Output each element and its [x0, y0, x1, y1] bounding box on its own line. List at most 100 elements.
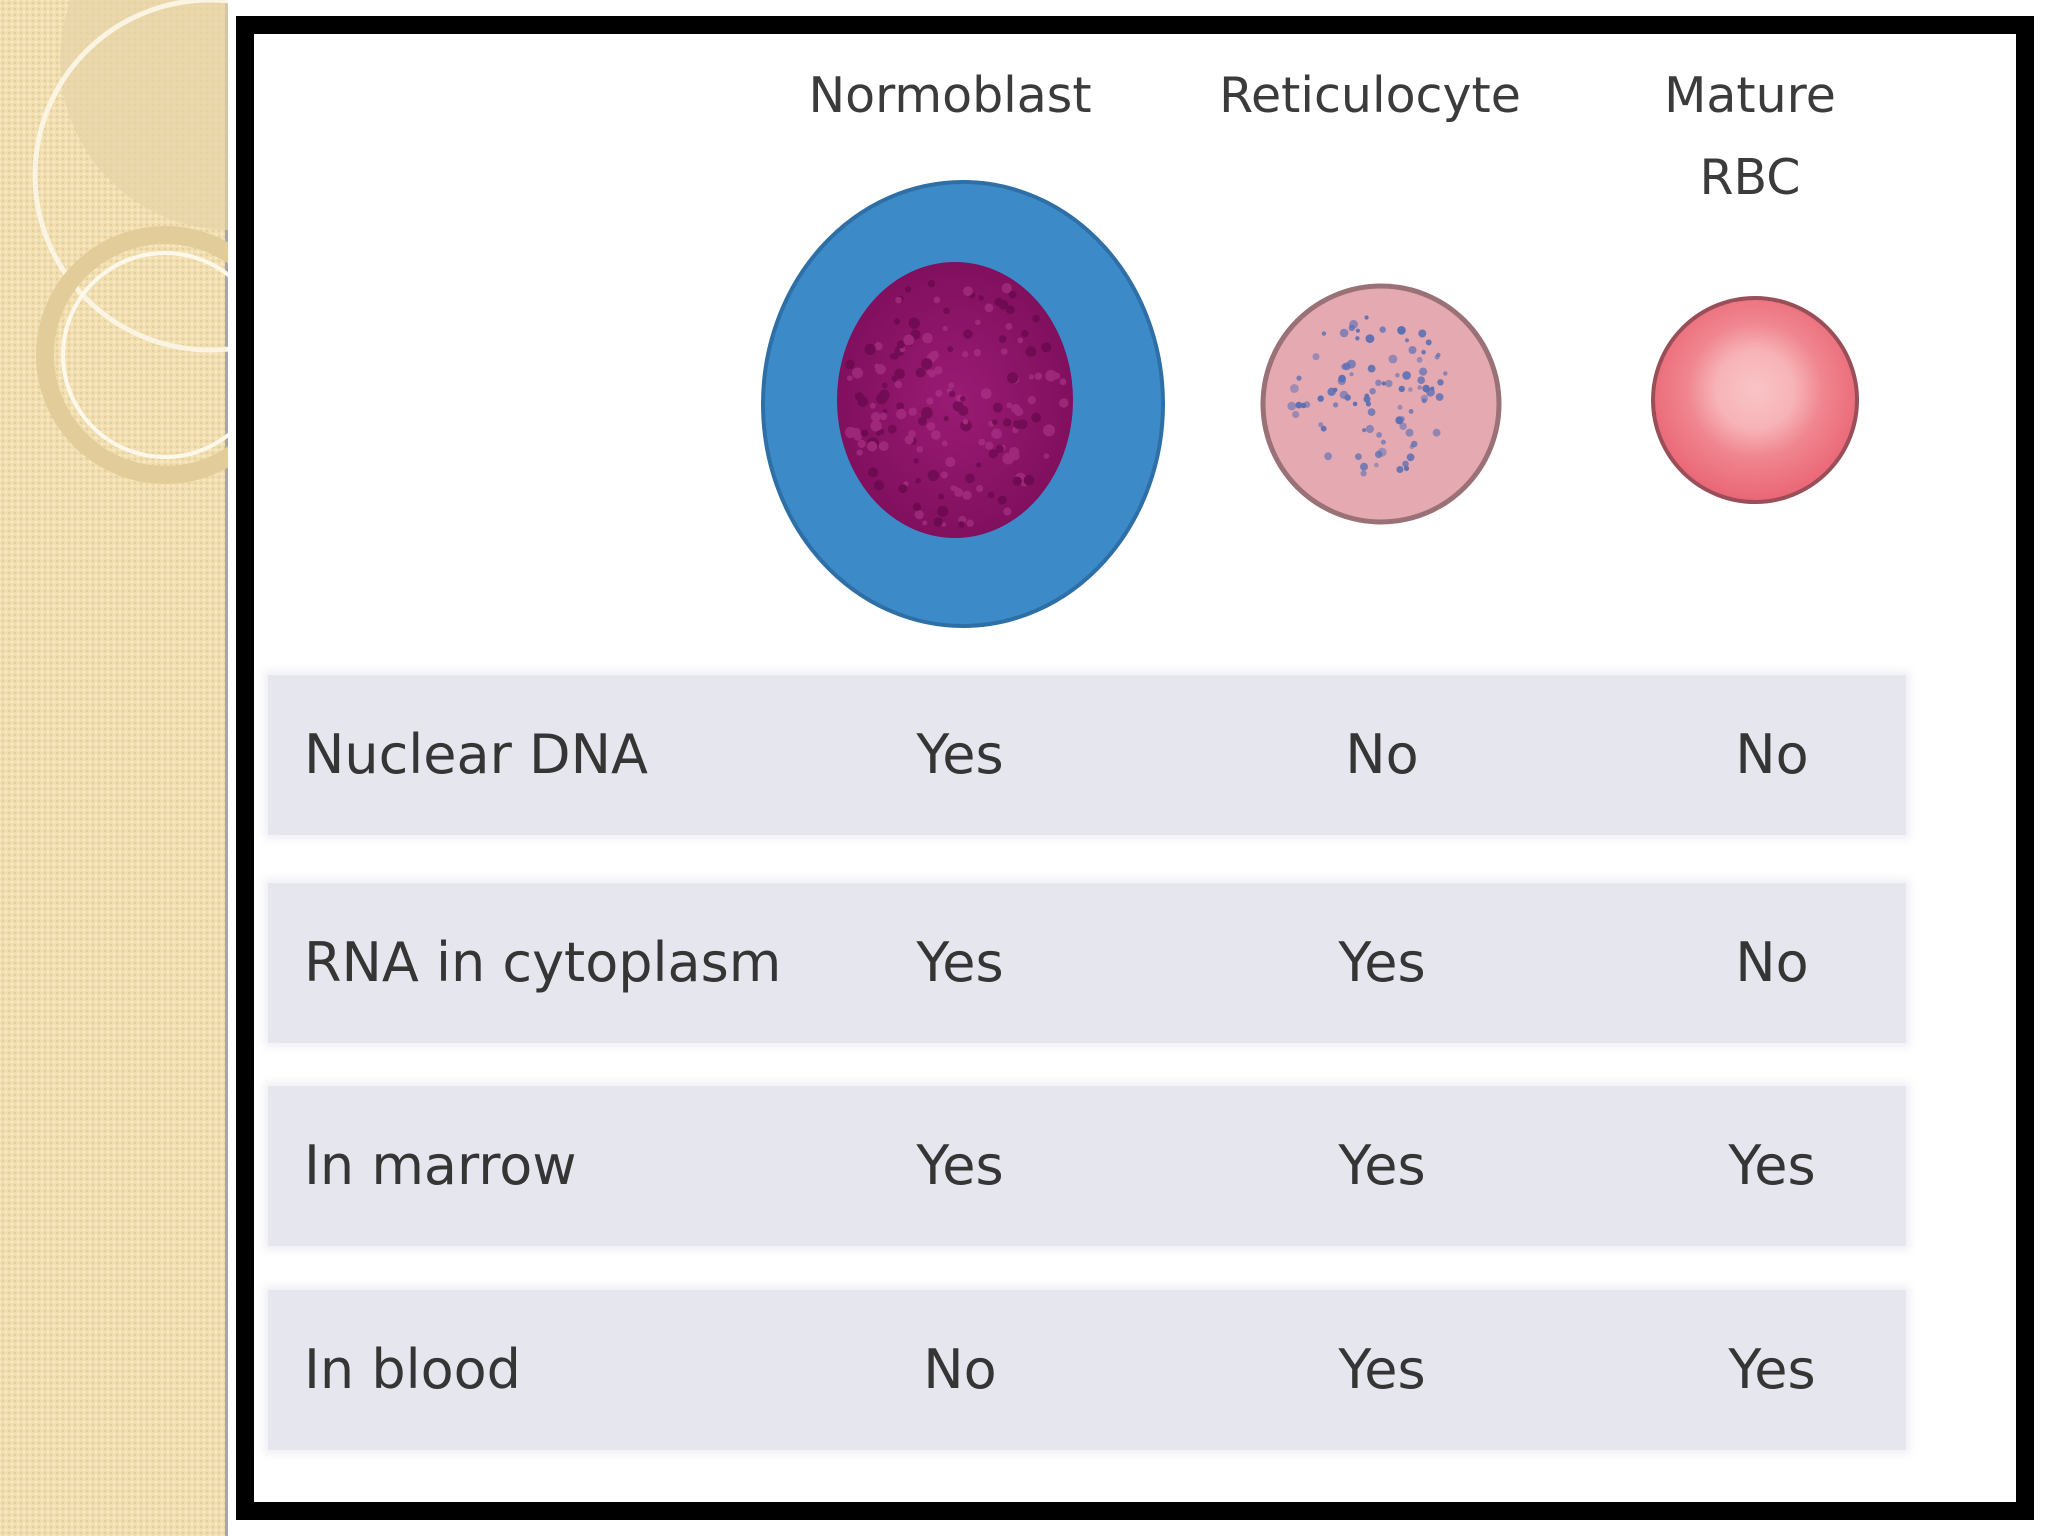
rna-granule — [1406, 453, 1415, 462]
chromatin-fleck — [889, 353, 896, 360]
chromatin-fleck — [921, 407, 933, 419]
rna-granule — [1395, 372, 1400, 378]
rna-granule — [1338, 374, 1346, 383]
chromatin-fleck — [857, 439, 866, 448]
chromatin-fleck — [1059, 398, 1069, 408]
rna-granule — [1321, 331, 1327, 336]
rna-granule — [1402, 371, 1411, 380]
chromatin-fleck — [921, 358, 933, 370]
chromatin-fleck — [985, 441, 994, 450]
rna-granule — [1374, 462, 1379, 468]
table-row: In blood No Yes Yes — [268, 1290, 1906, 1450]
rna-granule — [1346, 359, 1356, 369]
reticulocyte-rna-granules — [1287, 315, 1448, 477]
chromatin-fleck — [942, 325, 948, 332]
chromatin-fleck — [948, 382, 955, 389]
chromatin-fleck — [856, 449, 863, 456]
rna-granule — [1355, 328, 1360, 333]
chromatin-fleck — [976, 484, 984, 493]
rna-granule — [1421, 349, 1426, 355]
rna-granule — [1408, 346, 1417, 354]
rna-granule — [1369, 388, 1376, 395]
rna-granule — [1355, 336, 1360, 341]
cell-mature-rbc: No — [1735, 931, 1809, 994]
chromatin-fleck — [916, 446, 924, 453]
rna-granule — [1418, 329, 1427, 338]
chromatin-fleck — [1043, 453, 1050, 459]
rna-granule — [1355, 453, 1362, 460]
rna-granule — [1360, 462, 1368, 471]
chromatin-fleck — [915, 367, 926, 378]
nucleus-chromatin — [844, 279, 1069, 528]
rna-granule — [1419, 367, 1428, 376]
chromatin-fleck — [896, 340, 906, 349]
chromatin-fleck — [943, 307, 950, 315]
chromatin-fleck — [935, 389, 943, 397]
chromatin-fleck — [1032, 314, 1040, 323]
chromatin-fleck — [898, 484, 908, 494]
cell-illustrations — [761, 180, 1859, 628]
chromatin-fleck — [933, 517, 943, 527]
decorative-rings-icon — [32, 0, 228, 484]
chromatin-fleck — [879, 412, 888, 421]
row-label: RNA in cytoplasm — [304, 931, 782, 994]
chromatin-fleck — [1008, 447, 1020, 458]
chromatin-fleck — [879, 389, 890, 401]
chromatin-fleck — [938, 493, 945, 500]
rna-granule — [1425, 339, 1432, 346]
rna-granule — [1396, 466, 1404, 473]
chromatin-fleck — [903, 334, 915, 346]
rna-granule — [1379, 326, 1386, 333]
chromatin-fleck — [1020, 329, 1029, 338]
chromatin-fleck — [960, 396, 966, 402]
chromatin-fleck — [870, 411, 881, 422]
rna-granule — [1416, 356, 1423, 363]
rna-granule — [1327, 387, 1336, 396]
rna-granule — [1405, 428, 1414, 437]
rna-granule — [1402, 460, 1409, 468]
chromatin-fleck — [887, 424, 897, 434]
chromatin-fleck — [941, 440, 948, 447]
rna-granule — [1367, 408, 1376, 416]
chromatin-fleck — [1006, 402, 1013, 409]
rna-granule — [1324, 452, 1332, 461]
chromatin-fleck — [965, 473, 975, 484]
chromatin-fleck — [1041, 342, 1052, 353]
rna-granule — [1344, 394, 1351, 401]
chromatin-fleck — [875, 364, 886, 375]
chromatin-fleck — [943, 415, 949, 422]
chromatin-fleck — [984, 303, 994, 313]
chromatin-fleck — [963, 286, 973, 297]
rna-granule — [1296, 375, 1302, 381]
rna-granule — [1409, 444, 1415, 450]
chromatin-fleck — [992, 402, 1003, 413]
reticulocyte-cell — [1260, 283, 1502, 525]
rna-granule — [1349, 372, 1354, 377]
chromatin-fleck — [978, 438, 986, 446]
rna-granule — [1339, 328, 1349, 338]
chromatin-fleck — [980, 388, 992, 400]
chromatin-fleck — [934, 366, 943, 375]
row-label: In marrow — [304, 1134, 577, 1197]
rna-granule — [1362, 428, 1367, 433]
rna-granule — [1292, 410, 1300, 419]
chromatin-fleck — [927, 279, 936, 288]
chromatin-fleck — [874, 342, 883, 351]
rna-granule — [1408, 387, 1413, 392]
chromatin-fleck — [908, 407, 917, 416]
rna-granule — [1397, 326, 1406, 335]
cell-mature-rbc: Yes — [1728, 1134, 1816, 1197]
chromatin-fleck — [873, 480, 885, 491]
chromatin-fleck — [1012, 476, 1022, 486]
chromatin-fleck — [1014, 407, 1024, 417]
rna-granule — [1377, 447, 1387, 457]
chromatin-fleck — [845, 359, 855, 370]
rna-granule — [1375, 379, 1382, 386]
chromatin-fleck — [976, 462, 982, 468]
chromatin-fleck — [922, 520, 928, 526]
rna-granule — [1364, 393, 1370, 399]
rna-granule — [1318, 422, 1324, 428]
reticulocyte-body — [1260, 283, 1502, 525]
decorative-side-panel — [0, 0, 228, 1536]
chromatin-fleck — [975, 319, 981, 326]
